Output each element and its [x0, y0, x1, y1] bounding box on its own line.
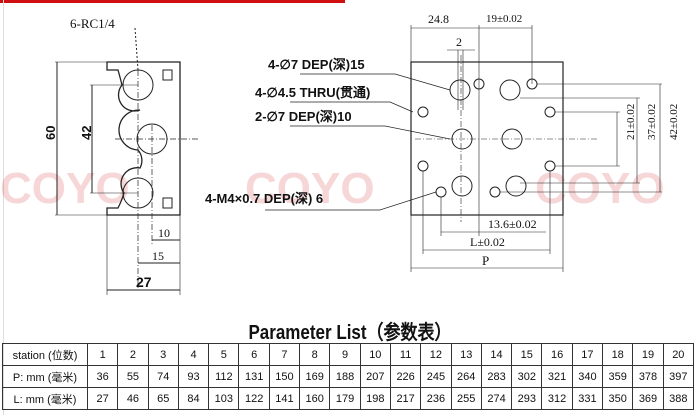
dim-27: 27 — [136, 274, 152, 290]
table-cell: 4 — [177, 343, 210, 366]
table-cell: 19 — [632, 343, 664, 366]
table-cell: 2 — [117, 343, 149, 366]
table-cell: 93 — [177, 365, 210, 388]
table-cell: 369 — [632, 387, 664, 410]
table-cell: 188 — [329, 365, 361, 388]
table-cell: 8 — [299, 343, 331, 366]
table-cell: 340 — [571, 365, 604, 388]
svg-text:COYO: COYO — [535, 164, 665, 213]
callout-m4: 4-M4×0.7 DEP(深) 6 — [205, 191, 323, 206]
table-cell: 207 — [359, 365, 391, 388]
table-cell: 160 — [299, 387, 331, 410]
table-cell: 179 — [329, 387, 361, 410]
table-cell: 36 — [86, 365, 119, 388]
table-cell: 359 — [602, 365, 634, 388]
watermark: COYO COYO COYO — [0, 164, 665, 213]
table-cell: 103 — [208, 387, 240, 410]
table-cell: 14 — [480, 343, 513, 366]
table-cell: 20 — [662, 343, 695, 366]
large-holes — [449, 79, 527, 197]
table-cell: 46 — [117, 387, 149, 410]
table-cell: 9 — [329, 343, 361, 366]
table-cell: 131 — [238, 365, 270, 388]
dim-P: P — [482, 253, 489, 268]
table-cell: 27 — [86, 387, 119, 410]
table-cell: 17 — [571, 343, 604, 366]
left-border-line — [3, 0, 4, 415]
table-cell: 293 — [511, 387, 543, 410]
top-red-bar — [0, 0, 345, 3]
table-cell: 198 — [359, 387, 391, 410]
side-view: 6-RC1/4 60 42 10 15 27 — [43, 16, 200, 295]
table-cell: 18 — [602, 343, 634, 366]
table-cell: 141 — [268, 387, 301, 410]
dim-21: 21±0.02 — [625, 104, 637, 140]
svg-text:COYO: COYO — [245, 164, 375, 213]
top-view: 24.8 19±0.02 2 21±0.02 37±0.02 42±0.02 1… — [410, 12, 680, 272]
table-cell: 6 — [238, 343, 270, 366]
callout-4-5-thru: 4-∅4.5 THRU(贯通) — [255, 85, 370, 100]
dim-10: 10 — [158, 226, 170, 240]
table-cell: 331 — [571, 387, 604, 410]
port-label: 6-RC1/4 — [70, 16, 115, 31]
row-header: station (位数) — [2, 343, 88, 366]
technical-drawing: COYO COYO COYO 6-RC1/4 60 42 10 15 27 — [0, 12, 680, 295]
table-cell: 112 — [208, 365, 240, 388]
table-cell: 217 — [389, 387, 422, 410]
row-header: P: mm (毫米) — [2, 365, 88, 388]
table-cell: 10 — [359, 343, 391, 366]
table-cell: 1 — [86, 343, 119, 366]
table-cell: 236 — [420, 387, 452, 410]
table-cell: 397 — [662, 365, 695, 388]
dim-2: 2 — [456, 35, 462, 49]
dim-13-6: 13.6±0.02 — [488, 217, 537, 231]
table-cell: 226 — [389, 365, 422, 388]
dim-19: 19±0.02 — [486, 13, 522, 25]
dim-37: 37±0.02 — [646, 104, 658, 140]
table-title: Parameter List（参数表） — [248, 322, 452, 344]
svg-text:COYO: COYO — [0, 164, 130, 213]
table-cell: 169 — [299, 365, 331, 388]
table-cell: 274 — [480, 387, 513, 410]
callout-7-dep10: 2-∅7 DEP(深)10 — [255, 109, 352, 124]
dim-24-8: 24.8 — [428, 12, 449, 26]
table-cell: 321 — [541, 365, 573, 388]
table-cell: 122 — [238, 387, 270, 410]
table-cell: 5 — [208, 343, 240, 366]
table-cell: 283 — [480, 365, 513, 388]
callout-7-dep15: 4-∅7 DEP(深)15 — [268, 57, 365, 72]
table-cell: 12 — [420, 343, 452, 366]
table-cell: 16 — [541, 343, 573, 366]
table-cell: 378 — [632, 365, 664, 388]
dim-60: 60 — [43, 126, 58, 140]
table-cell: 55 — [117, 365, 149, 388]
table-cell: 302 — [511, 365, 543, 388]
table-cell: 13 — [450, 343, 482, 366]
table-cell: 388 — [662, 387, 695, 410]
dim-15: 15 — [152, 249, 164, 263]
table-cell: 150 — [268, 365, 301, 388]
table-cell: 255 — [450, 387, 482, 410]
table-cell: 65 — [147, 387, 179, 410]
callouts: 4-∅7 DEP(深)15 4-∅4.5 THRU(贯通) 2-∅7 DEP(深… — [205, 57, 451, 211]
table-cell: 350 — [602, 387, 634, 410]
table-cell: 7 — [268, 343, 301, 366]
dim-42-right: 42±0.02 — [668, 104, 680, 140]
table-cell: 11 — [389, 343, 422, 366]
table-cell: 264 — [450, 365, 482, 388]
row-header: L: mm (毫米) — [2, 387, 88, 410]
dim-42: 42 — [79, 126, 94, 140]
table-cell: 15 — [511, 343, 543, 366]
table-cell: 312 — [541, 387, 573, 410]
table-cell: 84 — [177, 387, 210, 410]
dim-L: L±0.02 — [470, 235, 505, 249]
table-cell: 74 — [147, 365, 179, 388]
table-cell: 245 — [420, 365, 452, 388]
table-cell: 3 — [147, 343, 179, 366]
